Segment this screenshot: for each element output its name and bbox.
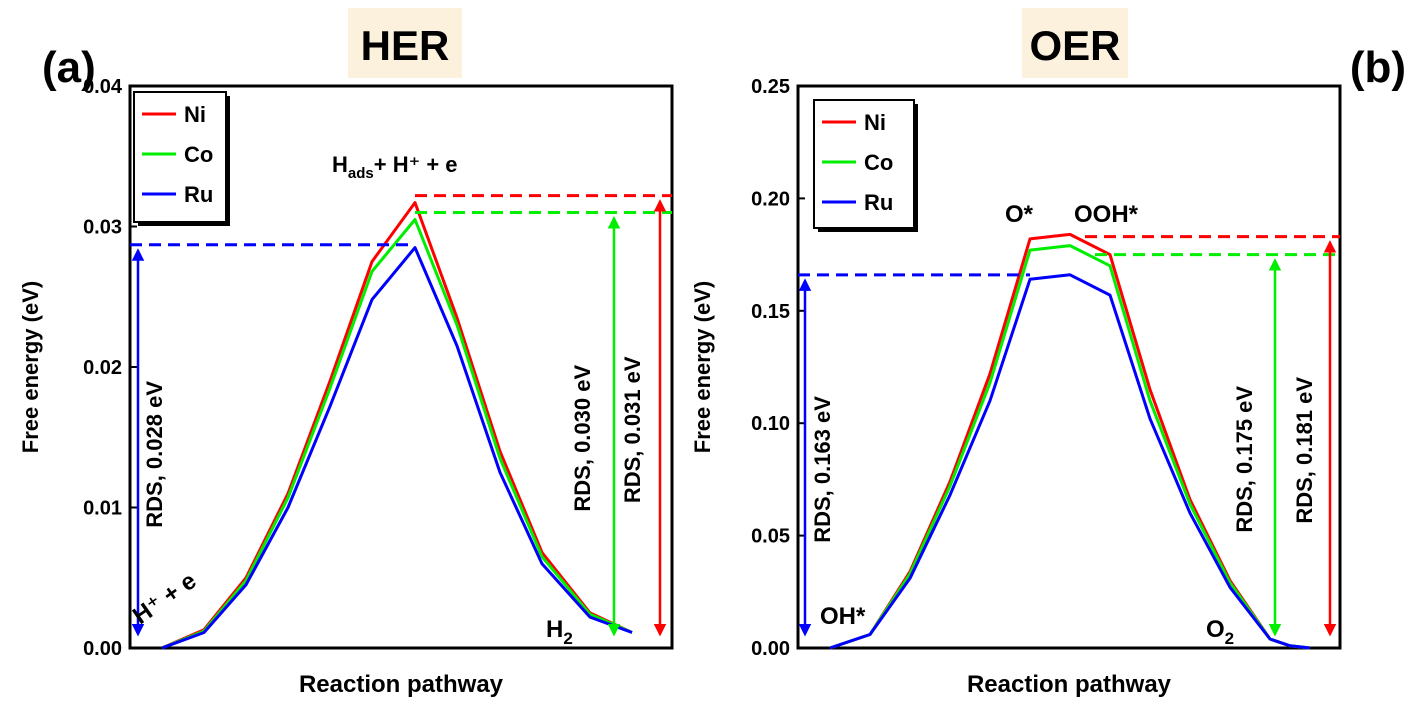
y-tick-label: 0.00 [751, 638, 790, 660]
y-axis-label: Free energy (eV) [690, 281, 715, 453]
x-axis-label: Reaction pathway [299, 671, 504, 698]
series-line-ni [161, 201, 633, 650]
title-background [348, 8, 462, 78]
rds-label-co: RDS, 0.175 eV [1232, 386, 1257, 533]
rds-label-ni: RDS, 0.031 eV [620, 356, 645, 503]
series-line-ru [161, 246, 633, 650]
legend-label-ni: Ni [184, 102, 206, 127]
rds-label-ni: RDS, 0.181 eV [1292, 377, 1317, 524]
annotation-end-main: O [1206, 616, 1225, 643]
y-tick-label: 0.01 [83, 498, 122, 520]
annotation-start-state: OH* [820, 603, 866, 630]
legend-label-ru: Ru [864, 190, 893, 215]
panel-label: (a) [42, 43, 96, 92]
legend-label-co: Co [184, 142, 213, 167]
y-tick-label: 0.20 [751, 188, 790, 210]
annotation-peak-main: H [332, 152, 348, 177]
y-tick-label: 0.05 [751, 526, 790, 548]
y-tick-label: 0.04 [83, 76, 123, 98]
annotation-end-state: O2 [1206, 616, 1234, 648]
legend-label-ni: Ni [864, 110, 886, 135]
annotation-end-subscript: 2 [1225, 629, 1234, 648]
y-tick-label: 0.10 [751, 413, 790, 435]
annotation-peak-state: Hads+ H⁺ + e [332, 152, 458, 182]
annotation-end-main: H [546, 616, 563, 643]
annotation-end-state: H2 [546, 616, 573, 648]
chart-title: OER [1029, 22, 1120, 69]
annotation-peak-rest: + H⁺ + e [374, 152, 458, 177]
title-background [1022, 8, 1128, 78]
rds-label-co: RDS, 0.030 eV [570, 365, 595, 512]
y-axis-label: Free energy (eV) [18, 281, 43, 453]
y-tick-label: 0.03 [83, 217, 122, 239]
annotation-end-subscript: 2 [563, 629, 572, 648]
y-tick-label: 0.02 [83, 357, 122, 379]
rds-label-ru: RDS, 0.163 eV [810, 396, 835, 543]
y-tick-label: 0.15 [751, 301, 790, 323]
annotation-peak-subscript: ads [348, 165, 374, 182]
series-line-co [161, 218, 633, 650]
legend-label-co: Co [864, 150, 893, 175]
chart-title: HER [361, 22, 450, 69]
y-tick-label: 0.25 [751, 76, 790, 98]
rds-label-ru: RDS, 0.028 eV [142, 381, 167, 528]
plot-frame [796, 84, 1342, 650]
annotation-peak-ooh: OOH* [1074, 201, 1139, 228]
panel-label: (b) [1350, 43, 1406, 92]
y-tick-label: 0.00 [83, 638, 122, 660]
series-line-ru [829, 273, 1311, 650]
legend-label-ru: Ru [184, 182, 213, 207]
x-axis-label: Reaction pathway [967, 671, 1172, 698]
annotation-peak-o: O* [1005, 201, 1034, 228]
